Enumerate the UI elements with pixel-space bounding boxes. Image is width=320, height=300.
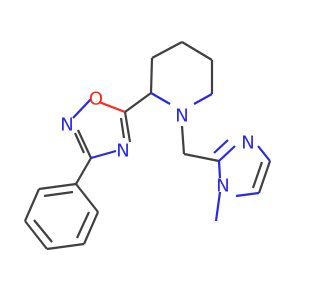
- phenyl-bond: [75, 183, 99, 213]
- oxadiazole-bond: [72, 98, 92, 119]
- phenyl-oxadiazole-bond: [75, 157, 92, 185]
- phenyl-bond: [82, 211, 100, 245]
- imidazole-bond: [257, 145, 271, 162]
- methylene-imidazole-bond: [183, 152, 220, 163]
- oxadiazole-bond: [77, 129, 92, 159]
- piperidine-bond: [193, 93, 213, 105]
- oxadiazole-nitrogen-label: N: [60, 115, 73, 136]
- piperidine-nitrogen-label: N: [175, 106, 188, 127]
- oxadiazole-double-bond: [73, 132, 86, 154]
- imidazole-bond: [257, 160, 272, 194]
- imidazole-nitrogen-label: N: [216, 176, 229, 197]
- phenyl-double-bond-inner: [33, 219, 53, 243]
- oxadiazole-bond: [123, 111, 132, 143]
- oxadiazole-double-bond: [119, 117, 126, 139]
- phenyl-bond: [38, 182, 77, 191]
- piperidine-bond: [149, 57, 154, 94]
- imidazole-double-bond: [251, 161, 264, 189]
- phenyl-bond: [23, 188, 41, 222]
- imidazole-bond: [217, 160, 222, 179]
- oxadiazole-bond: [90, 149, 117, 160]
- imidazole-bond: [218, 145, 236, 162]
- imidazole-double-bond: [213, 139, 229, 154]
- molecule-structure-svg: O N N N N N: [23, 41, 272, 251]
- imidazole-nitrogen-label: N: [241, 133, 254, 154]
- methyl-bond: [214, 191, 222, 222]
- oxadiazole-bond: [98, 100, 126, 114]
- molecule-structure-canvas: O N N N N N: [23, 41, 272, 251]
- oxadiazole-piperidine-bond: [124, 92, 152, 113]
- atom-label-layer: O N N N N N: [60, 89, 254, 197]
- piperidine-bond: [150, 92, 171, 105]
- phenyl-bond: [24, 220, 48, 250]
- phenyl-double-bond-inner: [76, 211, 90, 239]
- piperidine-bond: [151, 41, 183, 59]
- piperidine-bond: [181, 41, 213, 61]
- imidazole-bond: [235, 191, 260, 198]
- oxygen-atom-label: O: [89, 89, 103, 110]
- methylene-bond: [180, 125, 186, 155]
- phenyl-double-bond-inner: [43, 190, 74, 198]
- oxadiazole-nitrogen-label: N: [116, 141, 129, 162]
- phenyl-bond: [46, 242, 85, 251]
- bond-layer: [23, 41, 272, 251]
